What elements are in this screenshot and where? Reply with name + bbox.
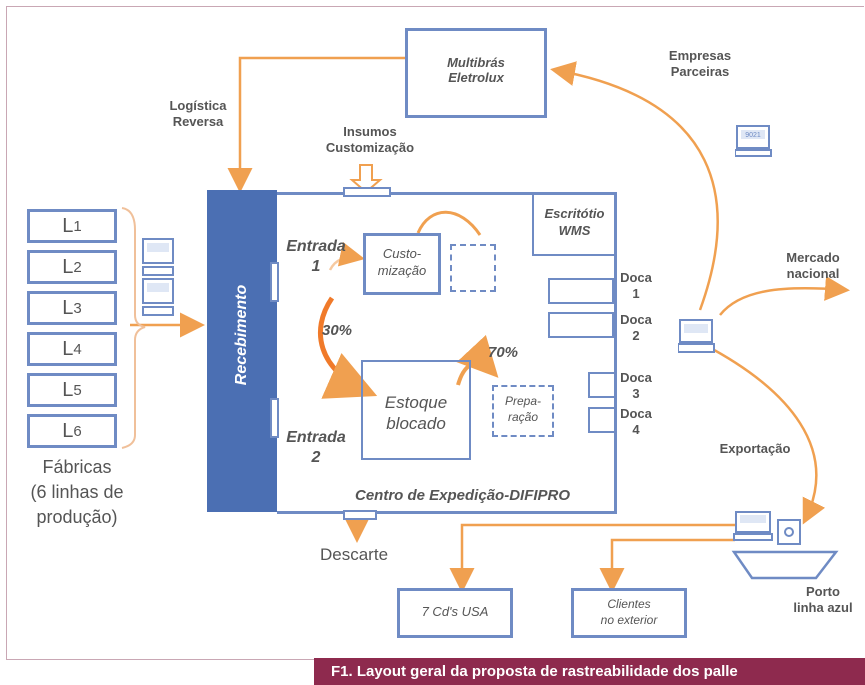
estoque-box: Estoque blocado bbox=[361, 360, 471, 460]
porto-label: Porto linha azul bbox=[793, 584, 853, 615]
arrow-entrada1-custom bbox=[328, 241, 365, 271]
mercado-nacional-label: Mercado nacional bbox=[786, 250, 840, 281]
figure-caption: F1. Layout geral da proposta de rastreab… bbox=[314, 658, 865, 685]
doca1-bay bbox=[548, 278, 614, 304]
pct70-label: 70% bbox=[487, 344, 519, 361]
preparacao-box: Prepa- ração bbox=[492, 385, 554, 437]
multibras-label: Multibrás Eletrolux bbox=[447, 55, 505, 85]
insumos-door bbox=[343, 187, 391, 197]
entrada2-door bbox=[270, 398, 279, 438]
escritorio-label: Escritótio WMS bbox=[544, 206, 605, 238]
escritorio-box: Escritótio WMS bbox=[532, 194, 615, 256]
doca3-label: Doca 3 bbox=[620, 370, 652, 401]
cds-usa-label: 7 Cd's USA bbox=[421, 604, 489, 619]
arrow-preparacao bbox=[456, 334, 499, 386]
arrow-exportacao bbox=[704, 343, 826, 525]
descarte-label: Descarte bbox=[320, 545, 389, 564]
arrow-30pct bbox=[317, 296, 378, 399]
arrow-logistica-reversa bbox=[227, 56, 405, 193]
centro-expedicao-label: Centro de Expedição-DIFIPRO bbox=[355, 487, 571, 504]
recebimento-bar: Recebimento bbox=[207, 190, 277, 512]
insumos-label: Insumos Customização bbox=[325, 124, 415, 155]
entrada1-label: Entrada 1 bbox=[286, 238, 346, 275]
empresas-parceiras-label: Empresas Parceiras bbox=[668, 48, 732, 79]
arrow-cds-usa bbox=[449, 523, 735, 593]
preparacao-label: Prepa- ração bbox=[504, 394, 542, 425]
insumos-arrow bbox=[349, 164, 383, 194]
doca1-label: Doca 1 bbox=[620, 270, 652, 301]
exportacao-label: Exportação bbox=[719, 441, 791, 456]
computer-icon: 9021 bbox=[735, 125, 772, 157]
customizacao-label: Custo- mização bbox=[377, 246, 427, 278]
terminal-id: 9021 bbox=[745, 132, 761, 139]
pct30-label: 30% bbox=[321, 322, 353, 339]
doca4-bay bbox=[588, 407, 616, 433]
doca4-label: Doca 4 bbox=[620, 406, 652, 437]
computer-icon bbox=[678, 319, 715, 353]
arrow-clientes bbox=[599, 538, 735, 593]
clientes-label: Clientes no exterior bbox=[600, 597, 658, 627]
arrow-mercado bbox=[719, 276, 850, 316]
entrada2-label: Entrada 2 bbox=[286, 429, 346, 466]
descarte-door bbox=[343, 510, 377, 520]
doca3-bay bbox=[588, 372, 616, 398]
customizacao-output-box bbox=[450, 244, 496, 292]
multibras-box: Multibrás Eletrolux bbox=[405, 28, 547, 118]
customizacao-box: Custo- mização bbox=[363, 233, 441, 295]
arrow-empresas-parceiras bbox=[550, 61, 719, 311]
logistica-reversa-label: Logística Reversa bbox=[169, 98, 227, 129]
fabricas-bracket bbox=[121, 207, 146, 449]
doca2-label: Doca 2 bbox=[620, 312, 652, 343]
clientes-box: Clientes no exterior bbox=[571, 588, 687, 638]
computer-tower-icon bbox=[142, 238, 174, 316]
recebimento-label: Recebimento bbox=[233, 284, 250, 386]
ship-icon bbox=[731, 511, 839, 580]
arrow-customizacao bbox=[416, 210, 482, 236]
doca2-bay bbox=[548, 312, 614, 338]
entrada1-door bbox=[270, 262, 279, 302]
fabricas-label: Fábricas (6 linhas de produção) bbox=[30, 457, 124, 528]
cds-usa-box: 7 Cd's USA bbox=[397, 588, 513, 638]
centro-expedicao-box bbox=[277, 192, 617, 514]
estoque-label: Estoque blocado bbox=[384, 393, 448, 434]
